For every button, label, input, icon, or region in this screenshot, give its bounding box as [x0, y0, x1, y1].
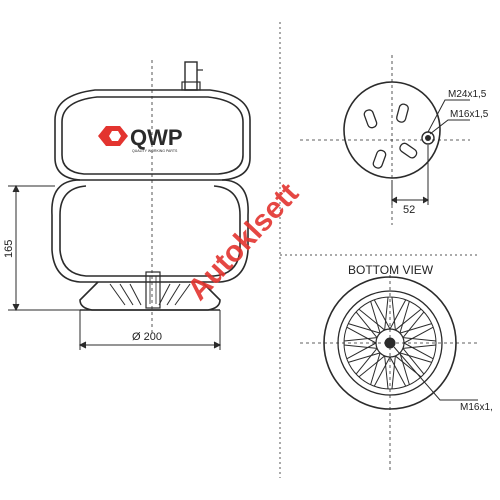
rib-line — [391, 355, 396, 390]
bottom-thread-label: M16x1, — [460, 402, 493, 413]
section-dividers — [279, 22, 478, 478]
height-dimension — [8, 184, 80, 312]
rib-line — [373, 356, 391, 387]
diameter-dimension — [78, 310, 222, 350]
rib-line — [384, 296, 389, 331]
rib-line — [348, 352, 381, 363]
rib-line — [399, 352, 432, 363]
rib-line — [402, 311, 425, 338]
offset-label: 52 — [403, 204, 415, 216]
rib-line — [346, 326, 377, 344]
rib-line — [355, 348, 378, 375]
rib-line — [402, 344, 437, 349]
height-label: 165 — [3, 240, 15, 258]
diameter-label: Ø 200 — [132, 331, 162, 343]
top-view — [300, 55, 470, 225]
rib-line — [391, 296, 396, 331]
rib-line — [402, 348, 425, 375]
bottom-thread-stud — [384, 337, 396, 349]
rib-line — [358, 308, 385, 331]
rib-line — [343, 337, 378, 342]
rib-line — [389, 356, 407, 387]
qwp-logo: QWP QUALITY WORKING PARTS — [98, 125, 183, 153]
logo-text: QWP — [130, 125, 183, 150]
thread-label-m24: M24x1,5 — [448, 89, 487, 100]
side-view — [51, 60, 251, 335]
rib-line — [373, 299, 391, 330]
rib-line — [370, 352, 381, 385]
bottom-view — [300, 275, 478, 470]
rib-line — [403, 326, 434, 344]
logo-tagline: QUALITY WORKING PARTS — [132, 149, 178, 153]
bottom-view-title: BOTTOM VIEW — [348, 263, 434, 277]
rib-line — [399, 352, 410, 385]
rib-line — [384, 355, 389, 390]
rib-line — [358, 355, 385, 378]
rib-line — [348, 323, 381, 334]
rib-line — [346, 342, 377, 360]
rib-line — [402, 337, 437, 342]
rib-line — [355, 311, 378, 338]
rib-line — [403, 342, 434, 360]
rib-line — [343, 344, 378, 349]
thread-label-m16: M16x1,5 — [450, 109, 489, 120]
rib-line — [399, 301, 410, 334]
piston-ribs — [343, 296, 437, 390]
rib-line — [399, 323, 432, 334]
rib-line — [395, 308, 422, 331]
rib-line — [389, 299, 407, 330]
rib-line — [370, 301, 381, 334]
watermark: Autoklsett — [181, 177, 305, 307]
